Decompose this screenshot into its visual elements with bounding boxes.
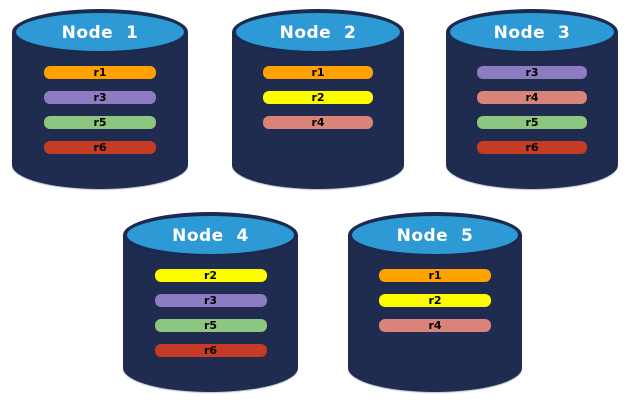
- replica-list: r3 r4 r5 r6: [446, 66, 618, 154]
- cylinder-top: Node 1: [12, 9, 188, 55]
- replica-bar: r6: [476, 141, 588, 154]
- node-title: Node 5: [396, 225, 474, 246]
- node-title: Node 2: [279, 22, 357, 43]
- node-2-cylinder: Node 2 r1 r2 r4: [232, 9, 404, 189]
- replica-bar: r1: [262, 66, 374, 79]
- replica-bar: r1: [379, 269, 491, 282]
- replica-list: r1 r3 r5 r6: [12, 66, 188, 154]
- replica-bar: r4: [379, 319, 491, 332]
- replica-bar: r5: [476, 116, 588, 129]
- replica-bar: r3: [43, 91, 157, 104]
- replica-bar: r6: [43, 141, 157, 154]
- replica-bar: r2: [154, 269, 267, 282]
- cylinder-top: Node 3: [446, 9, 618, 55]
- node-3-cylinder: Node 3 r3 r4 r5 r6: [446, 9, 618, 189]
- cylinder-top: Node 2: [232, 9, 404, 55]
- node-title: Node 4: [172, 225, 249, 246]
- node-title: Node 1: [61, 22, 139, 43]
- replica-bar: r3: [476, 66, 588, 79]
- replica-bar: r6: [154, 344, 267, 357]
- replica-bar: r4: [262, 116, 374, 129]
- replica-list: r1 r2 r4: [348, 269, 522, 332]
- replica-list: r1 r2 r4: [232, 66, 404, 129]
- replica-bar: r4: [476, 91, 588, 104]
- replica-bar: r2: [262, 91, 374, 104]
- cylinder-top: Node 4: [123, 212, 298, 258]
- node-1-cylinder: Node 1 r1 r3 r5 r6: [12, 9, 188, 189]
- replica-bar: r3: [154, 294, 267, 307]
- cylinder-top: Node 5: [348, 212, 522, 258]
- node-4-cylinder: Node 4 r2 r3 r5 r6: [123, 212, 298, 392]
- node-title: Node 3: [493, 22, 571, 43]
- replica-bar: r5: [43, 116, 157, 129]
- replica-bar: r5: [154, 319, 267, 332]
- node-5-cylinder: Node 5 r1 r2 r4: [348, 212, 522, 392]
- replica-bar: r2: [379, 294, 491, 307]
- replica-list: r2 r3 r5 r6: [123, 269, 298, 357]
- replica-bar: r1: [43, 66, 157, 79]
